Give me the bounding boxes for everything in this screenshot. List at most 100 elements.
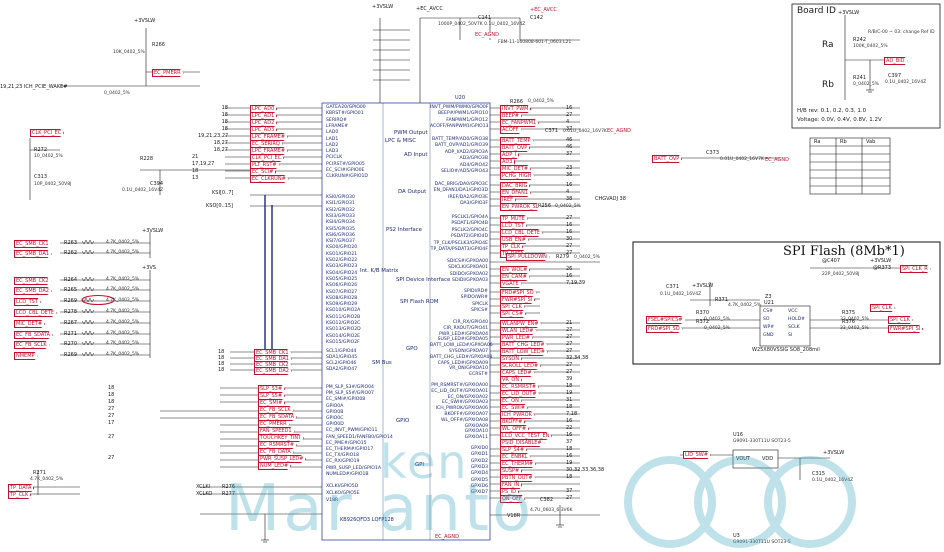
net-right: EN_WOL# xyxy=(500,266,531,274)
net-right: PSID_DISABLE# xyxy=(500,439,545,447)
cap-c141: C141 xyxy=(478,15,492,21)
u16-vdd: VDD xyxy=(762,456,774,462)
board-id-r242: R242 xyxy=(853,37,867,43)
chip-pin: KSO14/GPIO2E xyxy=(326,333,361,339)
sheet-ref: 31 xyxy=(566,397,573,403)
c382-desc: 4.7U_0603_6.3V6K xyxy=(530,508,573,513)
chip-pin: EC_SMI#/GPIO08 xyxy=(326,397,366,403)
sheet-ref: 26 xyxy=(566,266,573,272)
chip-pin: KSO8/GPIO28 xyxy=(326,295,358,301)
spi-flash-title: SPI Flash (8Mb*1) xyxy=(783,244,905,259)
chip-pin: WL_OFF#/GPXIOA08 xyxy=(440,417,488,423)
chip-pin: GPXID1 xyxy=(470,452,488,458)
block-da: DA Output xyxy=(398,189,427,195)
spi-pin: SCLK xyxy=(788,325,800,330)
u16-ref: U16 xyxy=(733,432,744,438)
u16-rail: +3VSLW xyxy=(823,450,845,456)
block-spi: SPI Device Interface xyxy=(396,277,451,283)
u16-cap-desc: 0.1U_0402_16V4Z xyxy=(812,478,854,483)
chip-pin: SCL1/GPIO44 xyxy=(326,349,357,354)
net-left-row: EC_SMB_DA2 xyxy=(14,287,52,295)
net-right: EC_RSMRST# xyxy=(500,383,540,391)
chip-pin: KSO11/GPIO2B xyxy=(326,314,361,320)
xclk-resistor: R276 xyxy=(222,484,236,490)
chip-pin: GPXID3 xyxy=(470,464,488,470)
sheet-ref: 4 xyxy=(566,189,570,195)
net-right: VGATE xyxy=(500,280,522,288)
chip-pin: KSI5/GPIO35 xyxy=(326,226,355,232)
chip-pin: EC_RX/GPIO19 xyxy=(326,459,360,465)
chip-pin: GPXIOA10 xyxy=(464,429,488,435)
chip-pin: KSO6/GPIO26 xyxy=(326,283,358,289)
sheet-ref: 27 xyxy=(566,112,573,118)
net-right: LCD_TST xyxy=(500,222,527,230)
resistor-value: 4.7K_0402_5% xyxy=(106,352,140,357)
resistor-ref: R269 xyxy=(64,298,78,304)
net-right: SLP_S4# xyxy=(500,446,528,454)
net-lpc: LPC_AD3 xyxy=(250,126,278,134)
chip-pin: LAD2 xyxy=(326,142,339,148)
chip-pin: IREF/DA2/GPIO3E xyxy=(448,194,488,200)
net-left-row: MIC_DET# xyxy=(14,320,46,328)
spi-pin: SO xyxy=(763,317,770,322)
net-lpc: LPC_AD2 xyxy=(250,119,278,127)
resistor-ref: R271 xyxy=(64,331,78,337)
sheet-ref: 16 xyxy=(566,105,573,111)
ferrite-label: FBM-11-160808-601-T_0603 L21 xyxy=(498,40,572,45)
net-lpc: LPC_FRAME# xyxy=(250,147,289,155)
u3-ref: U3 xyxy=(733,533,740,539)
sheet-ref: 18 xyxy=(108,385,115,391)
sheet-ref: 18 xyxy=(221,112,228,118)
sheet-ref: 18 xyxy=(221,126,228,132)
net-gpio: EC_FB_SCLK xyxy=(258,406,294,414)
net-right: ON_OFF xyxy=(500,495,525,503)
net-right: ICH_PWROK xyxy=(500,411,535,419)
block-ad: AD Input xyxy=(404,152,428,158)
net-right: SCROLL_LED# xyxy=(500,362,542,370)
net-right: IREF xyxy=(500,196,516,204)
r266-desc: 10K_0402_5% xyxy=(113,50,145,55)
board-id-note: R/B/C-00 ~ 03: change Ref ID xyxy=(868,30,935,35)
net-gpio: SLP_S5# xyxy=(258,392,286,400)
chip-pin: PSCLK1/GPIO4A xyxy=(451,215,488,220)
rail-3vslw-left: +3VSLW xyxy=(134,18,156,24)
chip-pin: SDICS#/GPXOA00 xyxy=(446,259,488,264)
chip-pin: LFRAME# xyxy=(326,123,349,129)
resistor-value: 4.7K_0402_5% xyxy=(106,240,140,245)
sheet-ref: 7,19,39 xyxy=(566,280,586,286)
chip-pin: EC_SWI#/GPXIOA03 xyxy=(442,400,488,406)
sheet-ref: 27 xyxy=(566,362,573,368)
sheet-ref: 18 xyxy=(108,392,115,398)
resistor-value: 4.7K_0402_5% xyxy=(106,320,140,325)
net-right: AD3 xyxy=(500,158,516,166)
net-right: EC_LID_OUT# xyxy=(500,390,540,398)
spi-pin: VCC xyxy=(788,309,798,314)
net-gpio: EC_FB_DATA xyxy=(258,448,294,456)
sheet-ref: 27 xyxy=(566,495,573,501)
sheet-ref: 18,27 xyxy=(213,147,228,153)
net-gpio: SLP_S3# xyxy=(258,385,286,393)
board-id-th-vab: Vab xyxy=(866,139,876,145)
net-right: EC_THERM# xyxy=(500,460,537,468)
sheet-ref: 16 xyxy=(566,273,573,279)
net-gpio: NUM_LED# xyxy=(258,462,292,470)
net-left-row: EC_SMB_DA1 xyxy=(14,250,52,258)
net-right: VR_ON xyxy=(500,376,523,384)
spi-pin: WP# xyxy=(763,325,775,330)
net-lid-sw: LID_SW# xyxy=(683,451,711,459)
chip-pin: BATT_OVP/AD1/GPIO39 xyxy=(434,143,488,149)
resistor-value: 4.7K_0402_5% xyxy=(106,298,140,303)
u16-vout: VOUT xyxy=(736,456,750,462)
block-smbus: SM Bus xyxy=(372,360,392,366)
board-id-c397: C397 xyxy=(888,73,902,79)
sheet-ref: 37 xyxy=(566,439,573,445)
chip-pin: CIR_RX/GPIO40 xyxy=(452,320,488,325)
spi-pin: HOLD# xyxy=(788,317,806,322)
net-ich-pcie-wake: 19,21,23 ICH_PCIE_WAKE# xyxy=(0,84,68,90)
chip-pin: KBRST#/GPIO01 xyxy=(326,111,364,117)
resistor-value: 4.7K_0402_5% xyxy=(106,309,140,314)
chip-pin: GPXIOA11 xyxy=(464,435,488,441)
board-id-r242-desc: 100K_0402_5% xyxy=(853,44,888,49)
chip-pin: ACOFF/FANPWM1/GPIO13 xyxy=(430,123,489,129)
rail-3vslw-a: +3VSLW xyxy=(142,228,164,234)
